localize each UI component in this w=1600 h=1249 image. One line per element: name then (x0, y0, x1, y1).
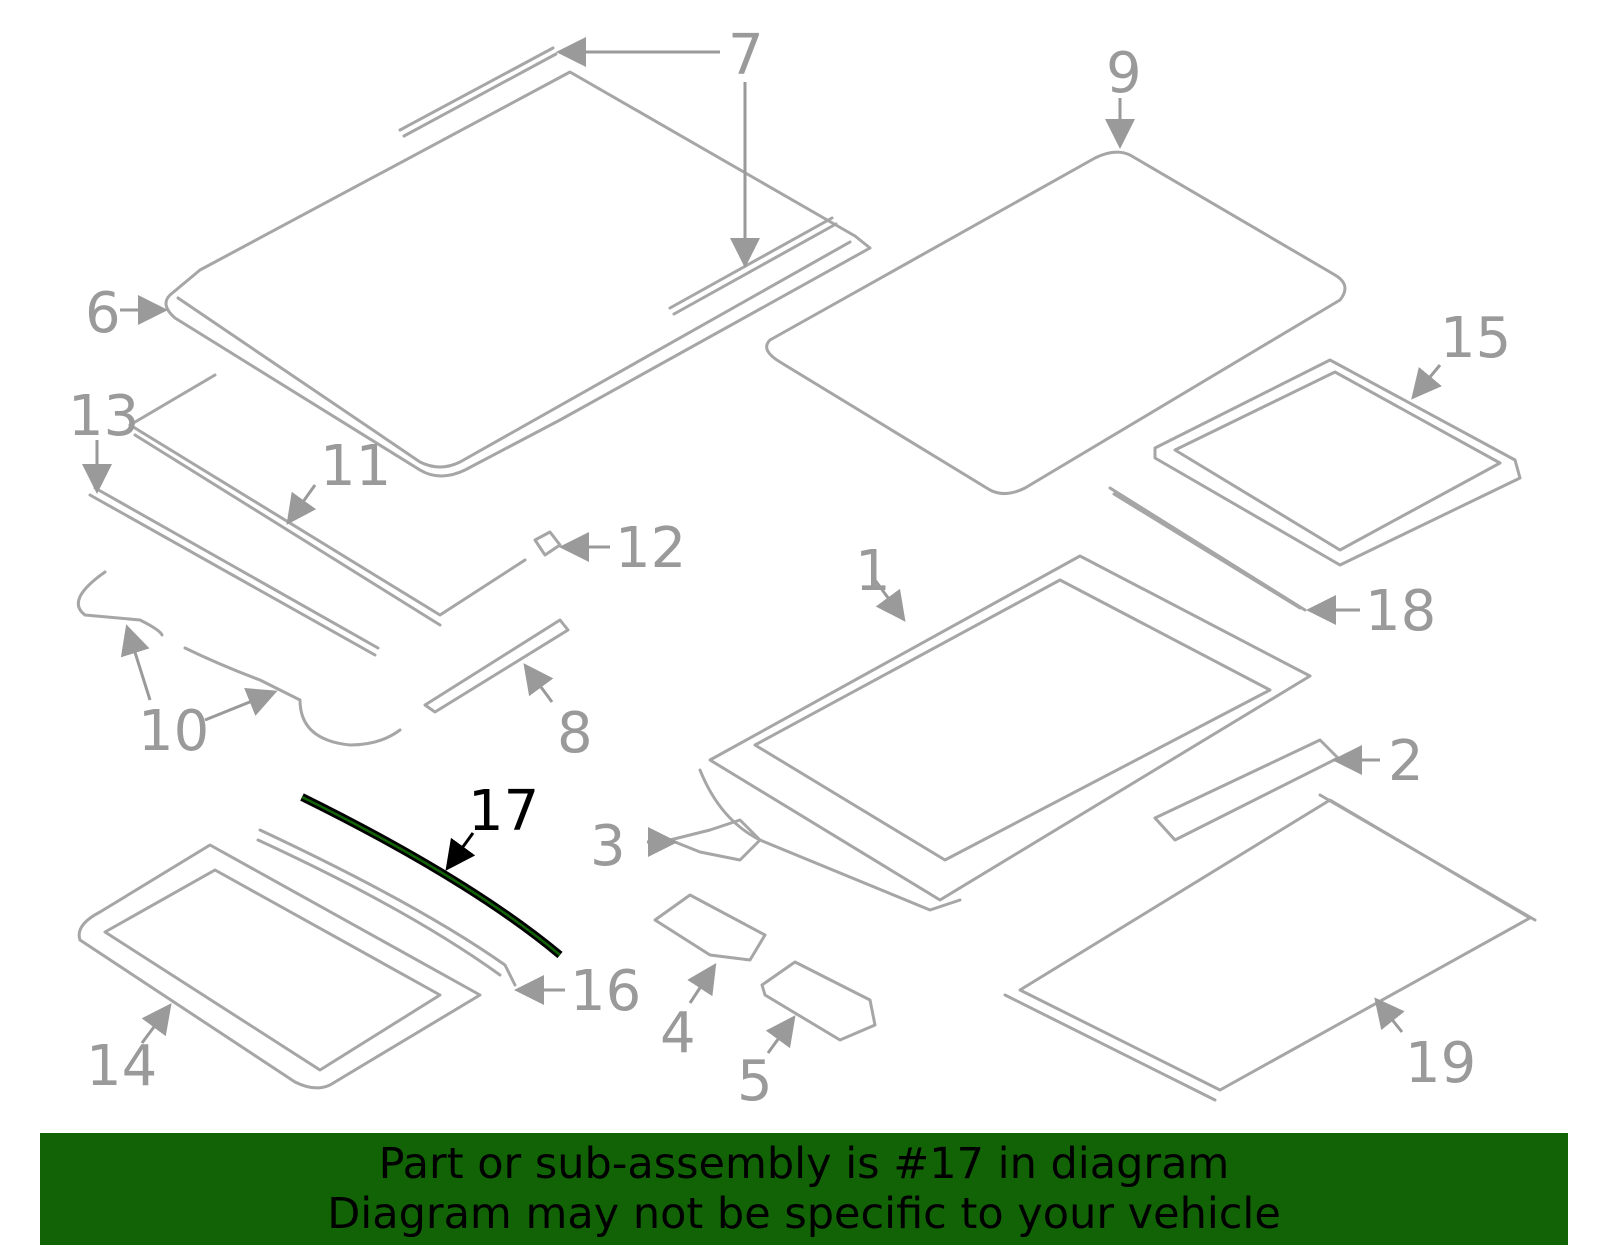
part-9-glass[interactable] (765, 150, 1347, 495)
callout-3: 3 (590, 814, 626, 879)
callout-19: 19 (1405, 1031, 1476, 1096)
callout-7: 7 (728, 23, 764, 88)
callout-12: 12 (615, 516, 686, 581)
part-19-sunshade[interactable] (1003, 793, 1537, 1102)
banner-line-1: Part or sub-assembly is #17 in diagram (378, 1139, 1230, 1189)
part-12-clip[interactable] (533, 530, 562, 557)
callout-labels: 1 2 3 4 5 6 7 8 9 10 11 12 13 14 15 16 1… (68, 23, 1511, 1114)
banner-line-2: Diagram may not be specific to your vehi… (327, 1189, 1281, 1239)
callout-2: 2 (1388, 729, 1424, 794)
part-15-rear-glass[interactable] (1153, 358, 1522, 567)
callout-1: 1 (855, 539, 891, 604)
callout-10: 10 (138, 699, 209, 764)
parts-diagram: 1 2 3 4 5 6 7 8 9 10 11 12 13 14 15 16 1… (68, 23, 1537, 1114)
callout-5: 5 (737, 1049, 773, 1114)
callout-14: 14 (86, 1034, 157, 1099)
part-8-guide[interactable] (423, 618, 570, 714)
callout-9: 9 (1106, 41, 1142, 106)
callout-16: 16 (570, 959, 641, 1024)
part-10-drain-hose[interactable] (76, 570, 402, 747)
part-5-module[interactable] (760, 960, 877, 1042)
part-13-deflector[interactable] (88, 486, 380, 657)
part-18-seal[interactable] (1108, 486, 1307, 612)
callout-13: 13 (68, 384, 139, 449)
callout-17: 17 (468, 779, 539, 844)
callout-4: 4 (660, 1001, 696, 1066)
part-14-rear-panel[interactable] (77, 843, 482, 1090)
callout-15: 15 (1440, 306, 1511, 371)
part-3-motor[interactable] (668, 818, 762, 862)
part-16-seal[interactable] (256, 828, 517, 987)
part-6-glass-seal[interactable] (164, 70, 872, 478)
callout-arrows (82, 37, 1442, 1054)
callout-8: 8 (557, 701, 593, 766)
part-11-wind-deflector[interactable] (128, 373, 527, 627)
part-info-banner: Part or sub-assembly is #17 in diagram D… (40, 1133, 1568, 1245)
part-1-frame-assembly[interactable] (698, 554, 1312, 912)
part-17-highlighted[interactable] (300, 793, 563, 959)
part-7-strips[interactable] (398, 46, 838, 316)
part-2-bracket[interactable] (1153, 738, 1340, 842)
callout-18: 18 (1365, 579, 1436, 644)
callout-11: 11 (320, 434, 391, 499)
callout-6: 6 (85, 281, 121, 346)
part-4-module[interactable] (653, 893, 767, 962)
